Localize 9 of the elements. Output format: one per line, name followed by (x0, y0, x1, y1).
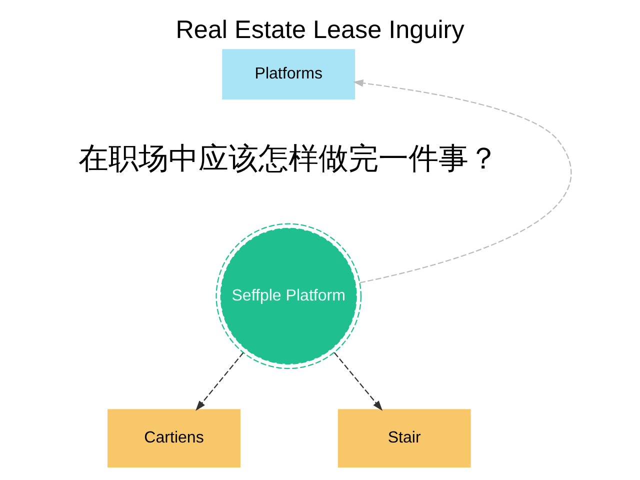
node-circle: Seffple Platform (216, 223, 362, 370)
diagram-title: Real Estate Lease Inguiry (176, 16, 464, 44)
node-box: Platforms (222, 49, 356, 100)
arrow (352, 80, 572, 284)
label: 在职场中应该怎样做完一件事？ (78, 142, 499, 177)
arrow (334, 352, 383, 411)
node-box: Cartiens (108, 409, 240, 468)
arrow (196, 352, 244, 411)
node-box: Stair (338, 409, 471, 468)
